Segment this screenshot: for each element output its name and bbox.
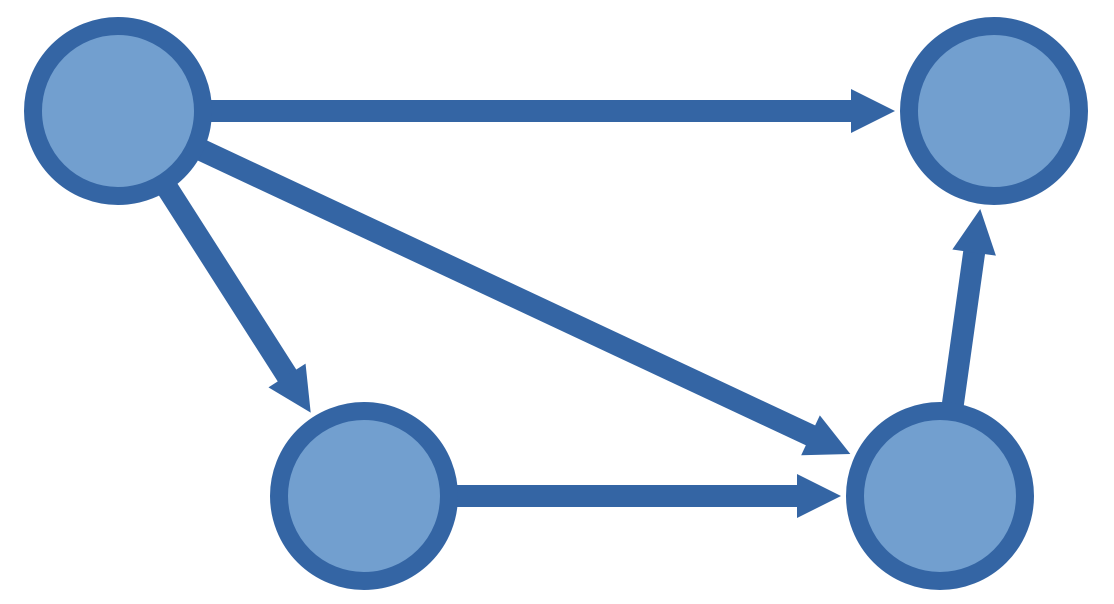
- edge-bottom-left-to-bottom-right: [456, 474, 841, 518]
- edge-top-left-to-bottom-right: [196, 140, 851, 456]
- edge-top-left-to-top-right: [210, 89, 895, 133]
- edges-layer: [158, 89, 996, 518]
- edge-bottom-right-to-top-right: [941, 209, 996, 407]
- node-top-right: [900, 17, 1088, 205]
- nodes-layer: [24, 17, 1088, 590]
- node-bottom-left: [270, 402, 458, 590]
- arrowhead-icon: [268, 363, 311, 413]
- edge-line: [158, 182, 298, 384]
- node-bottom-right: [846, 402, 1034, 590]
- node-top-left: [24, 17, 212, 205]
- arrowhead-icon: [801, 415, 851, 456]
- edge-line: [941, 249, 986, 407]
- edge-line: [196, 140, 817, 447]
- arrowhead-icon: [797, 474, 841, 518]
- arrowhead-icon: [952, 209, 996, 256]
- edge-top-left-to-bottom-left: [158, 182, 311, 413]
- arrowhead-icon: [851, 89, 895, 133]
